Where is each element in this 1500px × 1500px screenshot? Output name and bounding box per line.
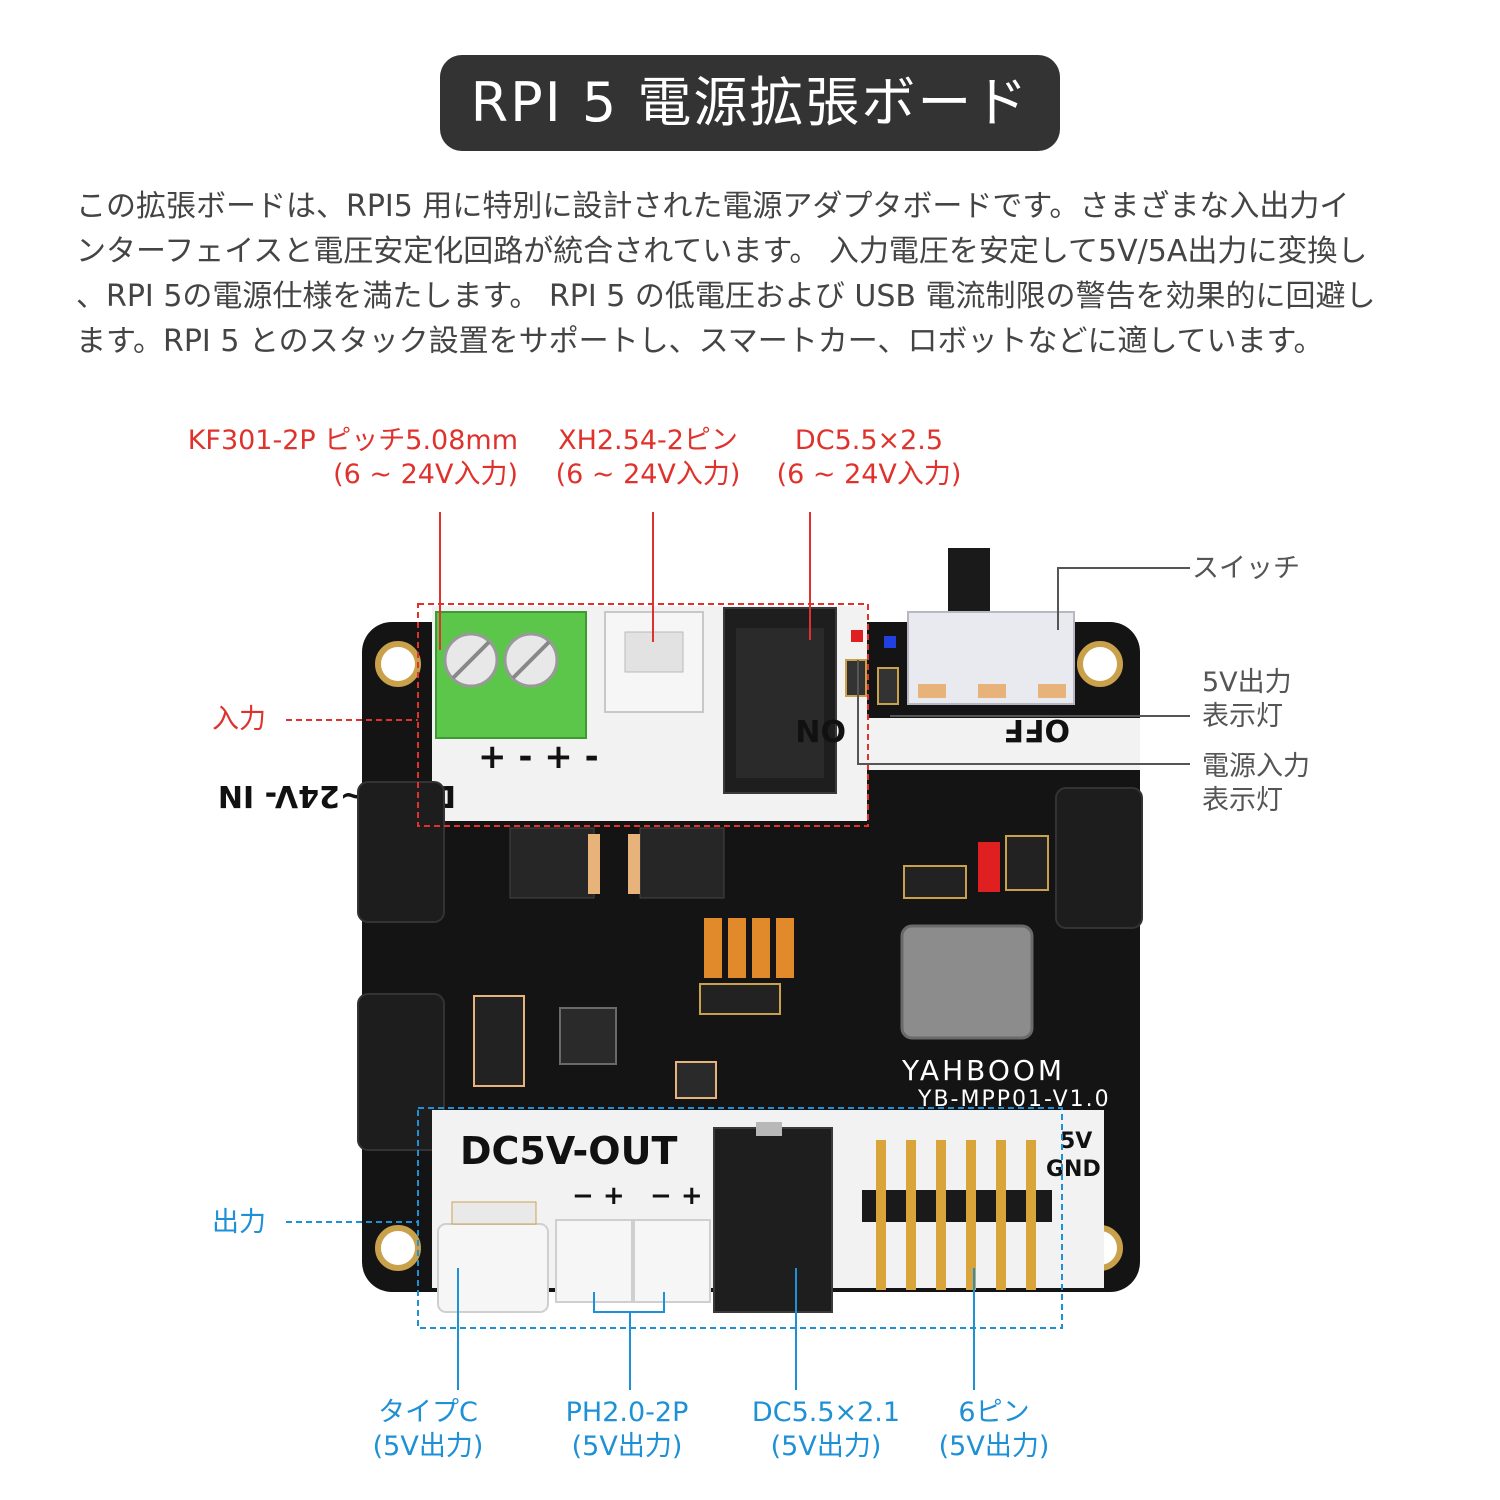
smd-capacitor [728,918,746,978]
output-led-label: 5V出力 表示灯 [1202,667,1292,732]
pin-header [862,1190,1052,1222]
description: この拡張ボードは、RPI5 用に特別に設計された電源アダプタボードです。さまざま… [76,184,1456,364]
silk-pin-5v: 5V [1060,1129,1092,1154]
ic-chip [559,1007,617,1065]
input-highlight-box [417,603,869,827]
diode [699,983,781,1015]
output-pins-label: 6ピン (5V出力) [938,1397,1050,1462]
dc-output-jack [713,1127,833,1313]
capacitor [1055,787,1143,929]
shunt-resistor [473,995,525,1087]
silk-pin-gnd: GND [1046,1157,1101,1182]
capacitor [357,993,445,1151]
mounting-hole [375,1225,421,1271]
description-line: 、RPI 5の電源仕様を満たします。 RPI 5 の低電圧および USB 電流制… [76,279,1376,314]
silk-on: ON [795,712,846,747]
description-line: この拡張ボードは、RPI5 用に特別に設計された電源アダプタボードです。さまざま… [76,189,1350,224]
ph-connector [555,1219,633,1303]
mounting-hole [375,641,421,687]
switch-label: スイッチ [1192,553,1300,584]
mounting-hole [1077,641,1123,687]
output-ph-label: PH2.0-2P (5V出力) [565,1397,689,1462]
smd-capacitor [776,918,794,978]
output-typec-label: タイプC (5V出力) [372,1397,484,1462]
smd-capacitor [752,918,770,978]
input-group-label: 入力 [212,704,266,735]
mosfet-q3 [639,827,725,899]
header-pins [876,1140,1036,1290]
input-dc-label: DC5.5×2.5 (6 ~ 24V入力) [776,425,962,490]
switch-knob [948,548,990,618]
typec-port [437,1223,549,1313]
input-led [851,630,863,642]
output-highlight-box [417,1107,1063,1329]
silk-out-label: DC5V-OUT [460,1129,677,1173]
red-diode [978,842,1000,892]
silk-ph-polarity: − + [572,1181,625,1211]
silk-plus-minus: + - + - [478,737,599,777]
input-terminal-label: KF301-2P ピッチ5.08mm (6 ~ 24V入力) [187,425,518,490]
input-xh-label: XH2.54-2ピン (6 ~ 24V入力) [555,425,741,490]
diode [903,865,967,899]
output-led [884,636,896,648]
silk-ph-polarity: − + [650,1181,703,1211]
description-line: ンターフェイスと電圧安定化回路が統合されています。 入力電圧を安定して5V/5A… [76,234,1368,269]
switch-silk-area [840,718,1140,770]
inductor [900,924,1034,1040]
silk-off: OFF [1004,712,1071,747]
input-led-label: 電源入力 表示灯 [1202,751,1310,816]
description-line: ます。RPI 5 とのスタック設置をサポートし、スマートカー、ロボットなどに適し… [76,324,1324,359]
ph-connector [633,1219,711,1303]
silk-brand: YAHBOOM [901,1054,1065,1087]
capacitor [357,781,445,923]
page-title: RPI 5 電源拡張ボード [440,55,1060,151]
mosfet-q2 [509,827,595,899]
output-dc-label: DC5.5×2.1 (5V出力) [751,1397,901,1462]
output-group-label: 出力 [212,1207,266,1238]
smd-capacitor [704,918,722,978]
